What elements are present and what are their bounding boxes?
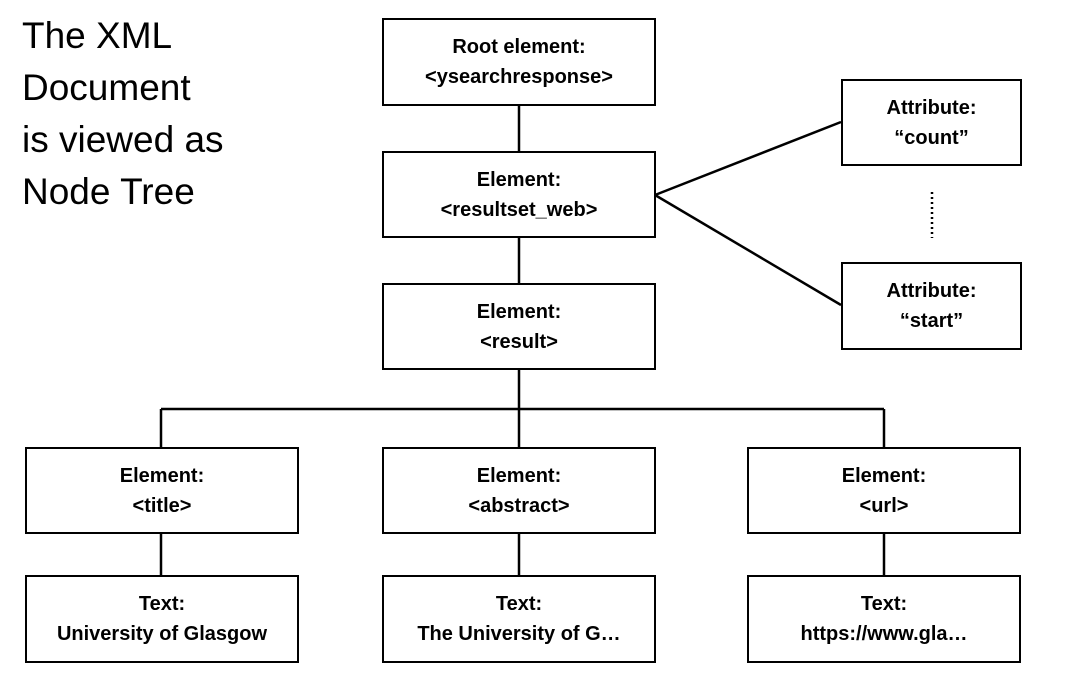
node-value: The University of G…: [417, 623, 621, 645]
heading-line: Document: [22, 67, 191, 108]
node-value: <title>: [132, 494, 192, 517]
node-title: Element: <title>: [25, 447, 299, 534]
node-value: <abstract>: [468, 494, 570, 517]
node-value: <url>: [859, 494, 909, 517]
node-abstract: Element: <abstract>: [382, 447, 656, 534]
diagram-heading: The XML Document is viewed as Node Tree: [22, 10, 224, 218]
node-value: “start”: [899, 310, 964, 332]
node-attribute-start: Attribute: “start”: [841, 262, 1022, 350]
node-value: <resultset_web>: [440, 198, 598, 221]
node-label: Element:: [841, 464, 927, 487]
node-label: Text:: [495, 593, 543, 615]
heading-line: is viewed as: [22, 119, 224, 160]
node-label: Attribute:: [886, 280, 977, 302]
node-label: Text:: [138, 593, 186, 615]
node-value: “count”: [894, 126, 969, 149]
node-result: Element: <result>: [382, 283, 656, 370]
node-text-abstract: Text: The University of G…: [382, 575, 656, 663]
node-label: Element:: [476, 300, 562, 323]
edge-resultset-start: [654, 193, 842, 307]
heading-line: Node Tree: [22, 171, 195, 212]
node-resultset-web: Element: <resultset_web>: [382, 151, 656, 238]
node-value: <result>: [480, 330, 558, 353]
node-text-title: Text: University of Glasgow: [25, 575, 299, 663]
node-root-element: Root element: <ysearchresponse>: [382, 18, 656, 106]
node-label: Element:: [476, 464, 562, 487]
node-label: Element:: [119, 464, 205, 487]
node-label: Text:: [860, 593, 908, 615]
node-value: https://www.gla…: [800, 623, 968, 645]
edge-resultset-count: [654, 120, 842, 197]
node-label: Root element:: [452, 36, 586, 58]
node-value: <ysearchresponse>: [425, 66, 613, 88]
node-value: University of Glasgow: [56, 623, 268, 645]
node-label: Attribute:: [886, 96, 977, 119]
node-text-url: Text: https://www.gla…: [747, 575, 1021, 663]
node-url: Element: <url>: [747, 447, 1021, 534]
node-label: Element:: [476, 168, 562, 191]
heading-line: The XML: [22, 15, 173, 56]
node-attribute-count: Attribute: “count”: [841, 79, 1022, 166]
